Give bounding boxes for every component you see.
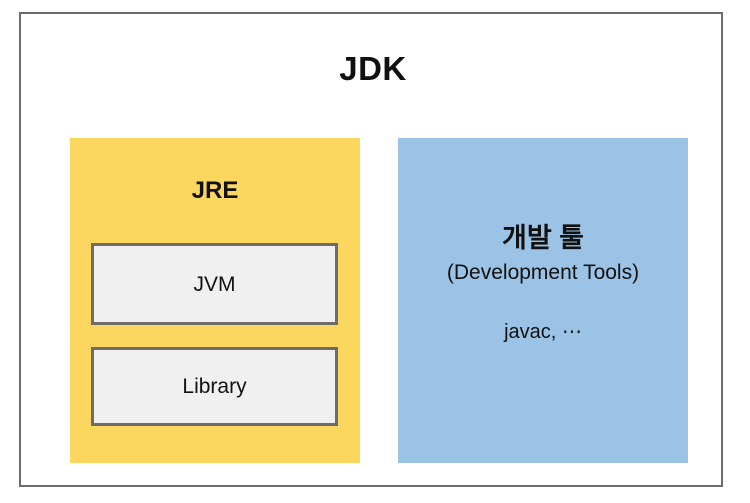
jre-panel: JRE JVM Library bbox=[70, 138, 360, 463]
jre-panel-title: JRE bbox=[191, 177, 239, 204]
development-tools-title: 개발 툴 bbox=[501, 223, 585, 253]
jvm-box: JVM bbox=[91, 243, 338, 325]
development-tools-subtitle: (Development Tools) bbox=[446, 261, 640, 284]
development-tools-panel: 개발 툴 (Development Tools) javac, ⋯ bbox=[398, 138, 688, 463]
development-tools-examples: javac, ⋯ bbox=[504, 321, 582, 343]
jdk-title: JDK bbox=[339, 50, 407, 87]
library-box: Library bbox=[91, 347, 338, 426]
jvm-box-label: JVM bbox=[193, 272, 236, 296]
jdk-container: JDK JRE JVM Library 개발 툴 (Development To… bbox=[19, 12, 723, 487]
library-box-label: Library bbox=[182, 375, 247, 398]
